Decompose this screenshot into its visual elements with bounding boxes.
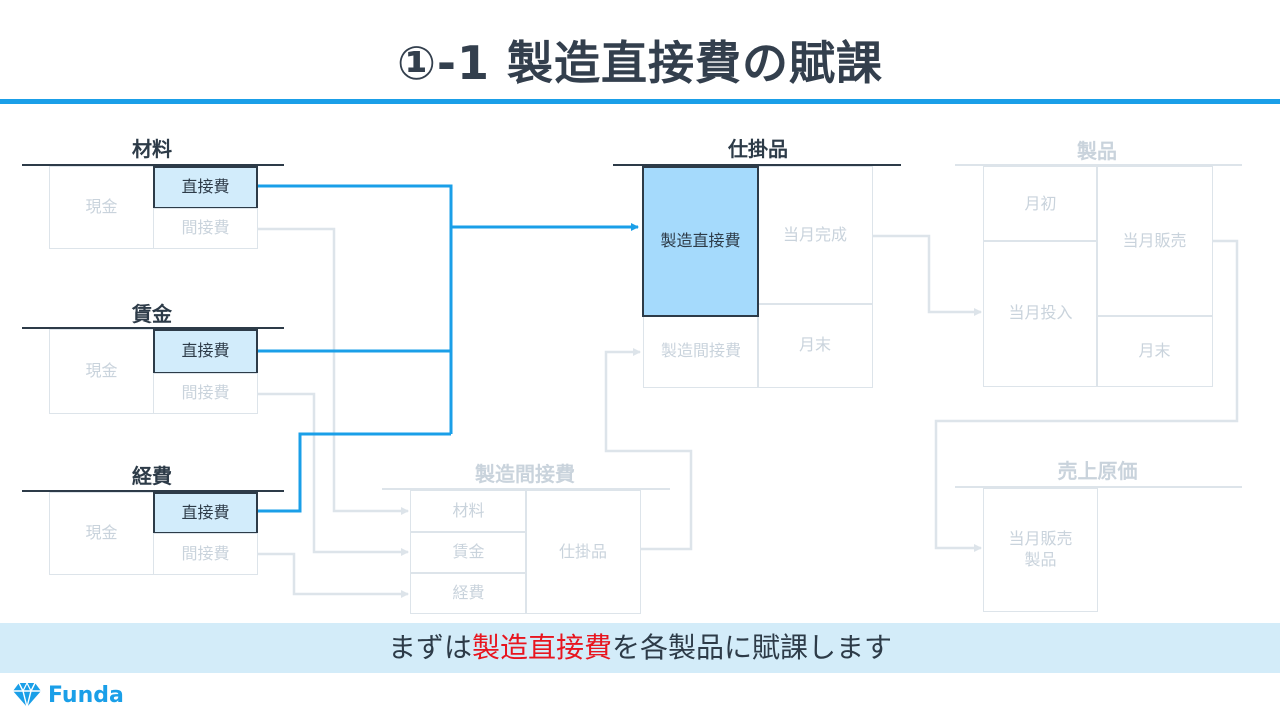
account-title-cogs: 売上原価	[1057, 459, 1138, 483]
wip-indirect-cost: 製造間接費	[643, 315, 759, 388]
title-underline	[0, 99, 1280, 104]
funda-logo: Funda	[12, 680, 124, 710]
caption-after: を各製品に賦課します	[612, 631, 893, 664]
flow-wages-indirect	[258, 392, 409, 556]
wages-indirect-cost: 間接費	[153, 373, 258, 414]
materials-direct-cost: 直接費	[153, 166, 258, 209]
t-account-rule-products	[955, 164, 1242, 166]
products-sales: 当月販売	[1096, 166, 1213, 317]
products-ending: 月末	[1096, 315, 1213, 387]
t-account-rule-expenses	[22, 490, 284, 492]
overhead-materials: 材料	[410, 490, 527, 533]
materials-cash: 現金	[49, 166, 154, 249]
wip-ending: 月末	[757, 303, 873, 388]
account-title-overhead: 製造間接費	[475, 462, 575, 486]
caption-banner: まずは製造直接費を各製品に賦課します	[0, 623, 1280, 673]
flow-wip-to-products	[873, 234, 982, 316]
flow-materials-indirect	[258, 227, 409, 515]
products-input: 当月投入	[983, 240, 1098, 387]
account-title-products: 製品	[1077, 139, 1117, 163]
flow-materials-direct	[258, 184, 453, 434]
caption-highlight: 製造直接費	[471, 631, 612, 664]
expenses-direct-cost: 直接費	[153, 492, 258, 534]
overhead-to-wip: 仕掛品	[525, 490, 641, 614]
t-account-rule-wages	[22, 327, 284, 329]
expenses-indirect-cost: 間接費	[153, 533, 258, 575]
t-account-rule-materials	[22, 164, 284, 166]
cogs-sales: 当月販売製品	[983, 488, 1098, 612]
t-account-rule-wip	[613, 164, 901, 166]
t-account-rule-overhead	[382, 488, 670, 490]
expenses-cash: 現金	[49, 492, 154, 575]
flow-expenses-direct	[258, 432, 451, 513]
logo-text: Funda	[48, 682, 124, 708]
overhead-wages: 賃金	[410, 531, 527, 574]
flow-expenses-indirect	[258, 552, 409, 598]
diamond-logo-icon	[13, 682, 41, 708]
account-title-wages: 賃金	[132, 302, 172, 326]
wip-direct-cost: 製造直接費	[642, 166, 759, 317]
wip-completed: 当月完成	[757, 166, 873, 305]
flow-products-to-cogs	[934, 239, 1239, 552]
flow-overhead-to-wip	[604, 348, 693, 551]
materials-indirect-cost: 間接費	[153, 208, 258, 249]
t-account-rule-cogs	[955, 486, 1242, 488]
caption-before: まずは	[387, 631, 472, 664]
overhead-expenses: 経費	[410, 572, 527, 614]
page-title: ①-1 製造直接費の賦課	[396, 36, 884, 90]
wages-cash: 現金	[49, 329, 154, 414]
account-title-materials: 材料	[132, 137, 172, 161]
account-title-wip: 仕掛品	[728, 137, 788, 161]
wages-direct-cost: 直接費	[153, 329, 258, 374]
products-beginning: 月初	[983, 166, 1098, 242]
account-title-expenses: 経費	[132, 464, 172, 488]
